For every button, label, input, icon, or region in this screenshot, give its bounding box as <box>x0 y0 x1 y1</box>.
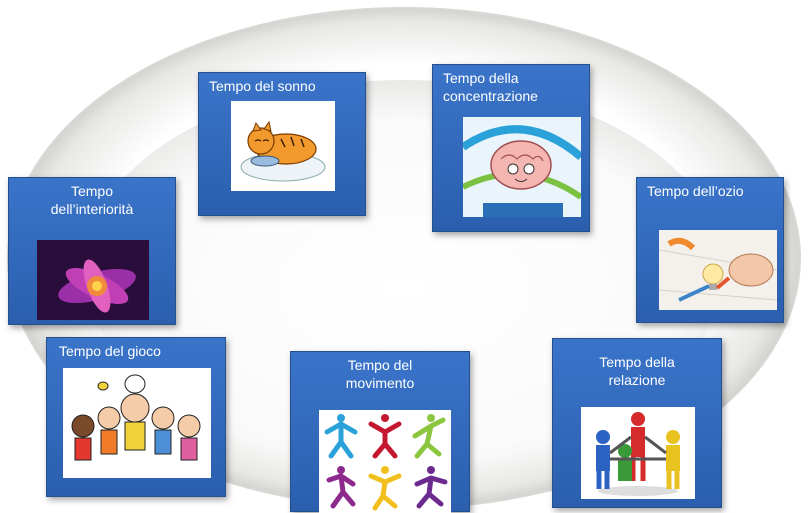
hand-drawing-bulb-icon <box>659 230 777 310</box>
card-sonno: Tempo del sonno <box>198 72 366 216</box>
card-concentrazione: Tempo della concentrazione <box>432 64 590 232</box>
card-relazione: Tempo della relazione <box>552 338 722 508</box>
card-sonno-label: Tempo del sonno <box>209 78 316 94</box>
card-movimento-label: Tempo del movimento <box>345 357 415 391</box>
cartoon-kids-icon <box>63 368 211 478</box>
sleeping-cat-icon <box>231 101 335 191</box>
card-gioco: Tempo del gioco <box>46 337 226 497</box>
card-interiorita-label: Tempo dell’interiorità <box>50 183 134 217</box>
dancing-figures-icon <box>319 410 451 513</box>
people-circle-icon <box>581 407 695 499</box>
card-relazione-label: Tempo della relazione <box>599 354 675 388</box>
card-movimento: Tempo del movimento <box>290 351 470 513</box>
card-concentrazione-label: Tempo della concentrazione <box>443 70 538 104</box>
purple-flower-icon <box>37 240 149 320</box>
card-interiorita: Tempo dell’interiorità <box>8 177 176 325</box>
card-ozio: Tempo dell’ozio <box>636 177 784 323</box>
card-ozio-label: Tempo dell’ozio <box>647 183 744 199</box>
brain-runner-icon <box>463 117 581 217</box>
card-gioco-label: Tempo del gioco <box>59 343 161 359</box>
